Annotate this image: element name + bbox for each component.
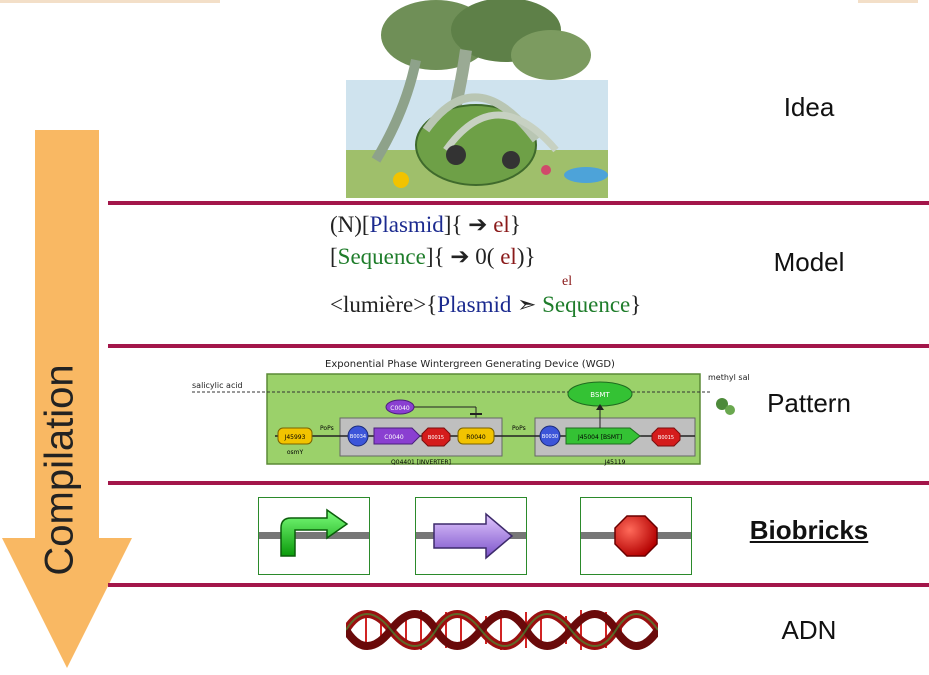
- compilation-arrow-shape: [2, 130, 132, 668]
- svg-text:B0015: B0015: [658, 435, 674, 441]
- compilation-label: Compilation: [37, 364, 82, 576]
- svg-text:J45004 [BSMT]: J45004 [BSMT]: [577, 434, 622, 441]
- arrow-icon: ➔: [450, 244, 470, 269]
- divider-4: [108, 583, 929, 587]
- level-label-adn: ADN: [781, 615, 837, 645]
- arrow-icon: ➔: [468, 212, 488, 237]
- level-label-idea: Idea: [783, 92, 835, 122]
- svg-text:B0034: B0034: [350, 434, 366, 440]
- svg-text:C0040: C0040: [384, 434, 404, 441]
- level-label-biobricks: Biobricks: [749, 515, 869, 545]
- level-label-model: Model: [773, 247, 845, 277]
- b0030-rbs: [539, 425, 561, 447]
- divider-2: [108, 344, 929, 348]
- model-arrow-label: el: [562, 274, 573, 289]
- svg-text:J45119: J45119: [604, 459, 626, 466]
- idea-illustration: [346, 0, 608, 198]
- output-label: methyl salicylate: [708, 373, 750, 382]
- dna-helix-icon: [346, 610, 658, 650]
- b0015-terminator-left: [421, 427, 451, 447]
- divider-3: [108, 481, 929, 485]
- svg-text:BSMT: BSMT: [590, 391, 610, 399]
- level-label-pattern: Pattern: [767, 388, 851, 418]
- promoter-icon: [259, 508, 369, 557]
- svg-text:B0030: B0030: [542, 434, 558, 440]
- svg-text:R0040: R0040: [466, 434, 486, 441]
- top-decoration-left: [0, 0, 220, 3]
- coding-sequence-brick: [415, 497, 527, 575]
- input-label: salicylic acid: [192, 381, 243, 390]
- terminator-brick: [580, 497, 692, 575]
- svg-text:Q04401 [INVERTER]: Q04401 [INVERTER]: [391, 459, 451, 466]
- divider-1: [108, 201, 929, 205]
- j45993-part: [277, 427, 313, 445]
- j45004-cds: [565, 427, 641, 445]
- pattern-diagram: Exponential Phase Wintergreen Generating…: [192, 359, 750, 466]
- terminator-icon: [581, 515, 691, 557]
- top-decoration-right: [858, 0, 918, 3]
- svg-text:osmY: osmY: [287, 449, 304, 456]
- compilation-arrow: Compilation: [0, 130, 135, 670]
- r0040-promoter: [457, 427, 495, 445]
- model-line-1: (N)[Plasmid]{ ➔ el}: [330, 212, 521, 237]
- svg-text:PoPs: PoPs: [512, 425, 526, 432]
- b0034-rbs: [347, 425, 369, 447]
- c0040-cds: [373, 427, 421, 445]
- feather-arrow-icon: ➣: [517, 292, 537, 317]
- svg-text:PoPs: PoPs: [320, 425, 334, 432]
- b0015-terminator-right: [651, 427, 681, 447]
- svg-text:B0015: B0015: [428, 435, 444, 441]
- svg-text:J45993: J45993: [284, 434, 306, 441]
- coding-sequence-icon: [416, 512, 526, 560]
- pattern-title: Exponential Phase Wintergreen Generating…: [325, 359, 615, 370]
- model-line-2: [Sequence]{ ➔ 0( el)}: [330, 244, 536, 269]
- svg-text:C0040: C0040: [390, 405, 410, 412]
- promoter-brick: [258, 497, 370, 575]
- model-line-3: <lumière>{Plasmid ➣ Sequence}: [330, 292, 642, 317]
